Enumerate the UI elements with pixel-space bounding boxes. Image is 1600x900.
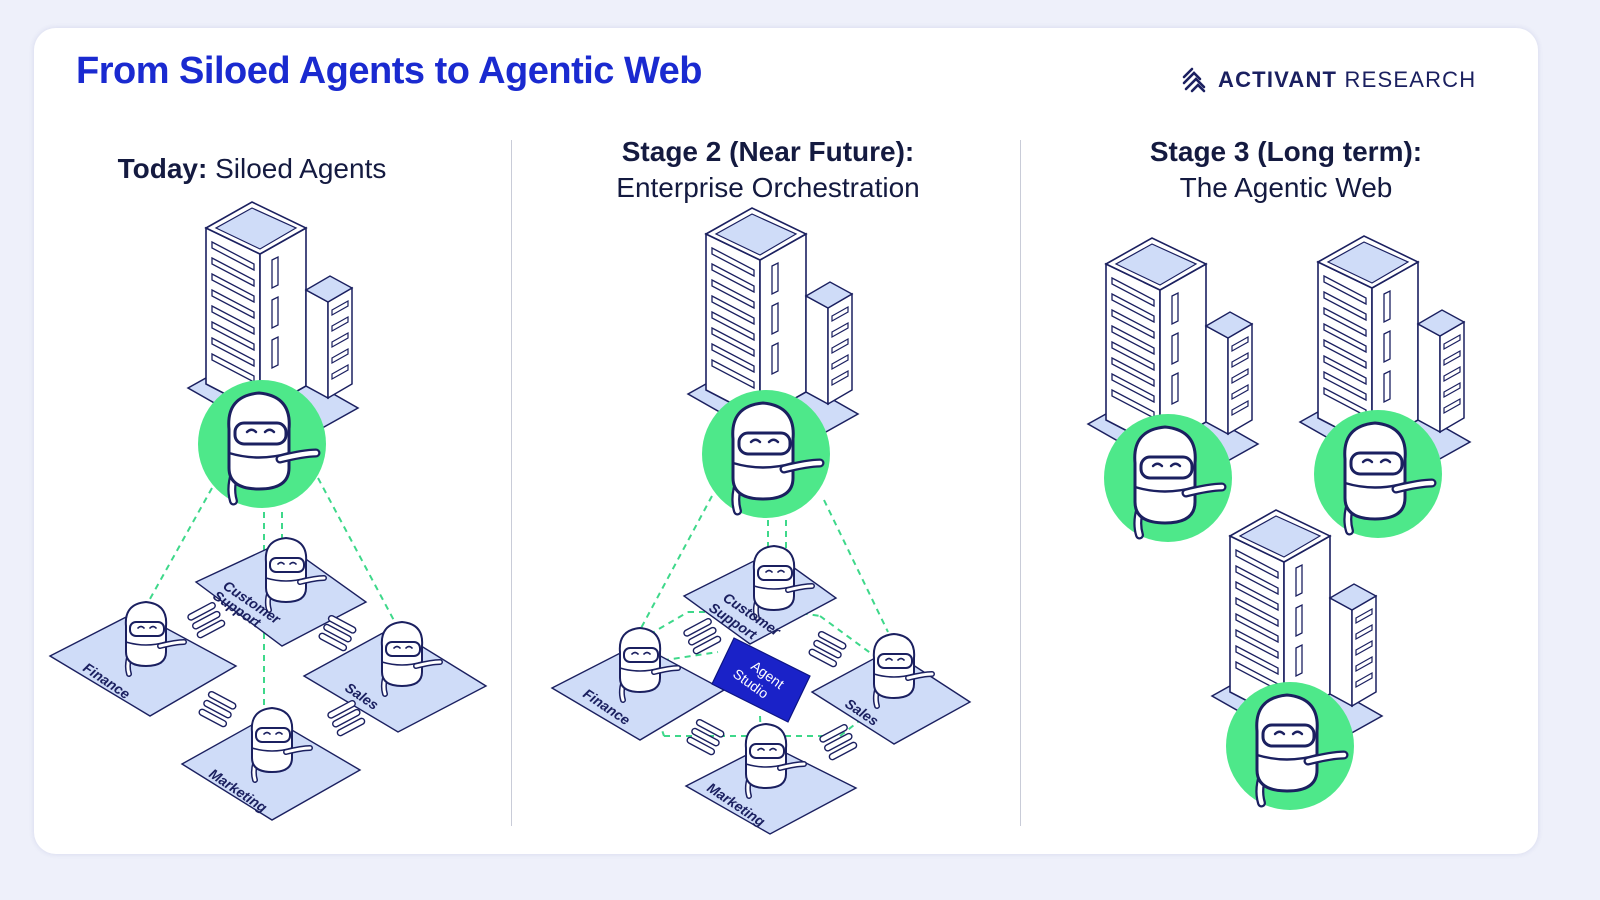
- column-title-stage3: Stage 3 (Long term): The Agentic Web: [1086, 134, 1486, 206]
- column-title-rest: The Agentic Web: [1179, 172, 1393, 203]
- enterprise-agent-hub: [702, 390, 830, 518]
- column-title-rest: Siloed Agents: [215, 153, 387, 184]
- stage3-scene: [1087, 235, 1471, 810]
- enterprise-agent-hub: [1314, 410, 1442, 538]
- brand-name-part1: ACTIVANT: [1218, 67, 1338, 92]
- column-divider-1: [511, 140, 512, 826]
- column-title-bold: Stage 3 (Long term):: [1149, 136, 1423, 167]
- column-title-today: Today: Siloed Agents: [60, 151, 444, 187]
- brand-logo: ACTIVANT RESEARCH: [1180, 64, 1476, 96]
- column-title-bold: Stage 2 (Near Future):: [621, 136, 915, 167]
- activant-chevrons-icon: [1182, 67, 1206, 93]
- enterprise-agent-hub: [1104, 414, 1232, 542]
- stage2-scene: AgentStudio Customer Support Finance Sal…: [550, 207, 972, 835]
- agent-studio-box: AgentStudio: [711, 637, 811, 723]
- page-title: From Siloed Agents to Agentic Web: [76, 50, 703, 92]
- enterprise-agent-hub: [198, 380, 326, 508]
- column-divider-2: [1020, 140, 1021, 826]
- enterprise-agent-hub: [1226, 682, 1354, 810]
- brand-name-part2: RESEARCH: [1344, 67, 1477, 92]
- column-title-stage2: Stage 2 (Near Future): Enterprise Orchest…: [568, 134, 968, 206]
- brand-name: ACTIVANT RESEARCH: [1218, 67, 1476, 93]
- signal-bars: [685, 717, 726, 757]
- signal-bars: [197, 689, 238, 729]
- today-scene: Customer Support Finance Sales Marketing: [48, 201, 488, 821]
- signal-bars: [818, 722, 859, 762]
- signal-bars: [682, 616, 723, 656]
- signal-bars: [186, 600, 227, 640]
- column-title-bold: Today:: [117, 153, 208, 184]
- column-title-rest: Enterprise Orchestration: [616, 172, 920, 203]
- signal-bars: [807, 629, 848, 669]
- tile-marketing: [684, 743, 858, 835]
